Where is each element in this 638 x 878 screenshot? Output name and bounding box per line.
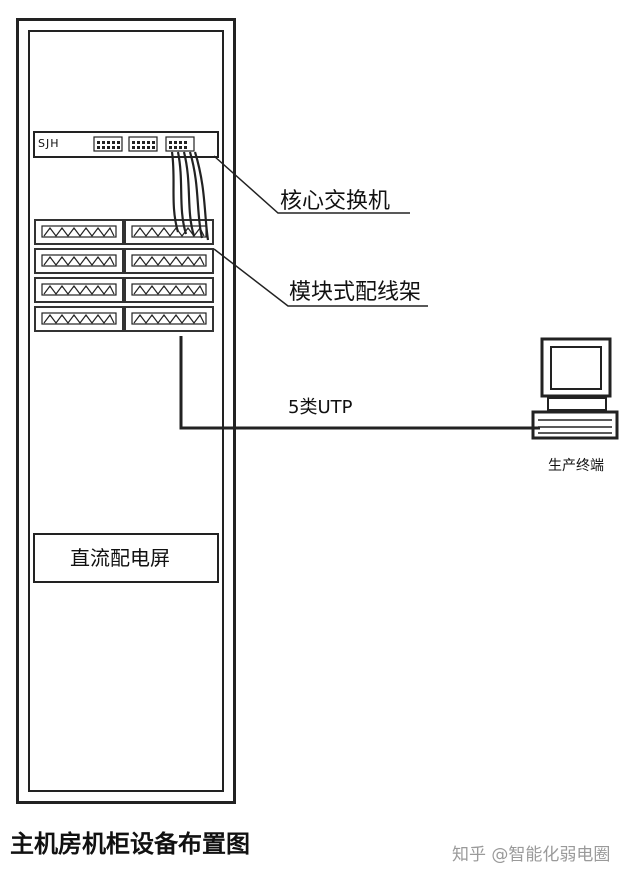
patch-panel-unit — [124, 277, 214, 303]
core-switch-label: 核心交换机 — [280, 189, 391, 214]
patch-panel-unit — [34, 219, 124, 245]
utp-cable-label: 5类UTP — [288, 397, 353, 418]
switch-tag-label: SJH — [38, 137, 60, 150]
core-switch-leader — [213, 155, 410, 214]
patch-panel-unit — [124, 306, 214, 332]
patch-panel-unit — [34, 306, 124, 332]
patch-panel-unit — [124, 248, 214, 274]
patch-cords — [170, 151, 210, 241]
cabinet-outer-frame — [16, 18, 236, 804]
patch-panel-leader — [213, 248, 428, 307]
dc-power-panel-label: 直流配电屏 — [70, 546, 170, 570]
utp-cable — [179, 336, 540, 430]
patch-panel-ports — [41, 225, 207, 325]
patch-panel-unit — [34, 277, 124, 303]
cabinet-inner-frame — [28, 30, 224, 792]
switch-port-dots — [97, 141, 187, 149]
switch-ports — [93, 136, 195, 152]
diagram-title: 主机房机柜设备布置图 — [10, 830, 250, 858]
patch-panel-label: 模块式配线架 — [289, 280, 422, 305]
computer-terminal-icon — [531, 337, 619, 440]
core-switch-unit — [33, 131, 219, 158]
watermark: 知乎 @智能化弱电圈 — [452, 845, 611, 865]
patch-panel-unit — [124, 219, 214, 245]
terminal-label: 生产终端 — [548, 458, 604, 474]
dc-power-panel — [33, 533, 219, 583]
patch-panel-unit — [34, 248, 124, 274]
